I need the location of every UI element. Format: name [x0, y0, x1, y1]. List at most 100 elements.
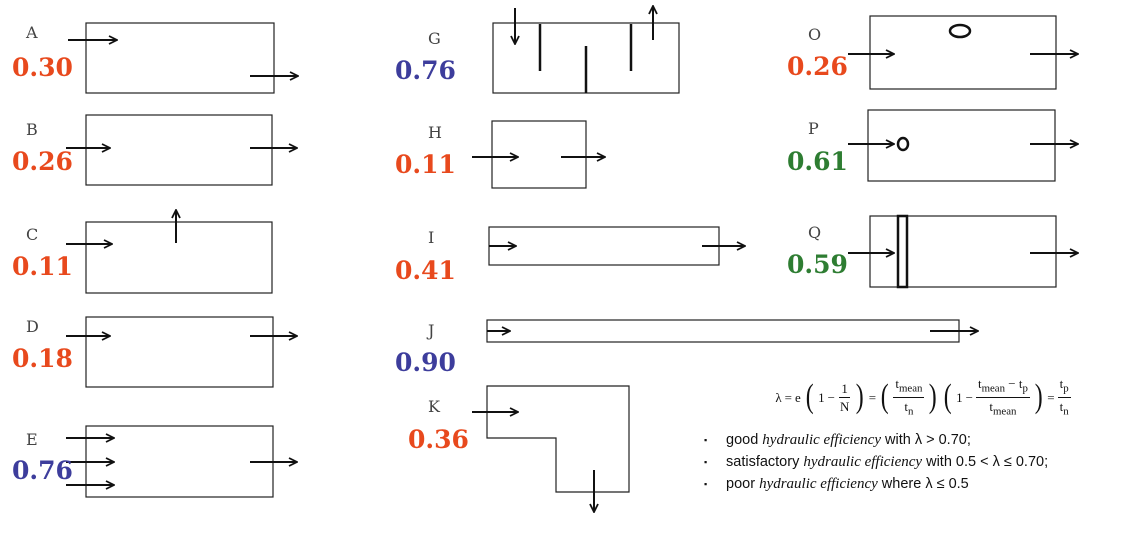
basin-outline-K	[486, 385, 630, 493]
fraction-tmean-minus-tp-over-tmean: tmean − tp tmean	[975, 376, 1030, 417]
criterion-suffix: with λ > 0.70;	[881, 432, 971, 448]
t-symbol: t	[1059, 376, 1064, 392]
basin-outline-Q	[869, 215, 1057, 288]
config-C: C 0.11	[12, 210, 273, 294]
basin-outline-P	[867, 109, 1056, 182]
config-G: G 0.76	[395, 6, 680, 94]
config-label-C: C	[26, 225, 38, 244]
config-value-K: 0.36	[408, 425, 469, 454]
paren: )	[929, 378, 938, 415]
obstruction	[896, 136, 910, 152]
formula-e: e	[795, 389, 801, 405]
perforated-baffle	[896, 214, 909, 289]
frac-den: tmean	[987, 398, 1018, 417]
config-value-C: 0.11	[12, 252, 73, 281]
t-symbol: t	[1059, 398, 1064, 414]
config-O: O 0.26	[787, 15, 1078, 90]
paren: (	[943, 378, 952, 415]
config-J: J 0.90	[395, 319, 978, 377]
config-value-B: 0.26	[12, 147, 73, 176]
frac-den: N	[839, 398, 850, 414]
config-I: I 0.41	[395, 226, 745, 285]
formula-one: 1	[818, 389, 825, 405]
config-label-P: P	[808, 119, 819, 138]
config-value-J: 0.90	[395, 348, 456, 377]
config-P: P 0.61	[787, 109, 1078, 182]
config-H: H 0.11	[395, 120, 605, 189]
criterion-good: good hydraulic efficiency with λ > 0.70;	[698, 430, 1138, 450]
n-sub: n	[908, 405, 914, 418]
t-symbol: t	[977, 376, 982, 392]
formula-equals: =	[868, 389, 877, 405]
formula-minus: −	[1008, 376, 1016, 392]
frac-num: 1	[839, 380, 850, 398]
config-label-K: K	[428, 397, 441, 416]
frac-num: tp	[1057, 376, 1071, 398]
p-sub: p	[1063, 382, 1069, 395]
basin-outline-E	[85, 425, 274, 498]
basin-outline-J	[486, 319, 960, 343]
criterion-term: hydraulic efficiency	[762, 432, 881, 448]
config-label-A: A	[25, 23, 38, 42]
paren: (	[880, 378, 889, 415]
config-K: K 0.36	[408, 385, 630, 512]
config-label-B: B	[26, 120, 38, 139]
basin-outline-I	[488, 226, 720, 266]
criterion-term: hydraulic efficiency	[803, 454, 923, 470]
config-A: A 0.30	[12, 22, 298, 94]
config-value-H: 0.11	[395, 150, 456, 179]
mean-sub: mean	[981, 382, 1006, 395]
criterion-suffix: where λ ≤ 0.5	[877, 476, 969, 492]
formula-equals: =	[1047, 389, 1055, 405]
config-Q: Q 0.59	[787, 214, 1078, 289]
config-label-D: D	[26, 317, 39, 336]
config-value-A: 0.30	[12, 53, 73, 82]
mean-sub: mean	[993, 405, 1017, 418]
n-sub: n	[1063, 405, 1069, 418]
basin-outline-B	[85, 114, 273, 186]
t-symbol: t	[895, 376, 899, 392]
config-label-J: J	[426, 321, 434, 340]
basin-outline-D	[85, 316, 274, 388]
paren: )	[856, 378, 864, 415]
config-B: B 0.26	[12, 114, 297, 186]
p-sub: p	[1022, 382, 1028, 395]
t-symbol: t	[904, 398, 908, 414]
frac-num: tmean	[893, 376, 925, 398]
paren: )	[1034, 378, 1043, 415]
criterion-prefix: good	[726, 432, 763, 448]
formula-equals: =	[784, 389, 793, 405]
criterion-prefix: satisfactory	[726, 454, 804, 470]
config-label-I: I	[428, 228, 434, 247]
config-label-G: G	[428, 29, 441, 48]
formula-minus: −	[827, 389, 835, 405]
basin-outline-C	[85, 221, 273, 294]
basin-outline-A	[85, 22, 275, 94]
config-label-Q: Q	[808, 223, 821, 242]
config-value-I: 0.41	[395, 256, 456, 285]
config-value-G: 0.76	[395, 56, 456, 85]
config-value-Q: 0.59	[787, 250, 848, 279]
efficiency-criteria-list: good hydraulic efficiency with λ > 0.70;…	[698, 430, 1138, 494]
config-value-O: 0.26	[787, 52, 848, 81]
config-D: D 0.18	[12, 316, 297, 388]
criterion-satisfactory: satisfactory hydraulic efficiency with 0…	[698, 452, 1138, 472]
legend-panel: λ = e ( 1 − 1 N ) = ( tmean tn ) ( 1 − t…	[698, 372, 1138, 496]
frac-den: tn	[1058, 398, 1071, 417]
t-symbol: t	[989, 398, 993, 414]
formula-one: 1	[956, 389, 963, 405]
obstruction	[948, 23, 972, 39]
config-label-O: O	[808, 25, 821, 44]
paren: (	[805, 378, 814, 415]
hydraulic-efficiency-formula: λ = e ( 1 − 1 N ) = ( tmean tn ) ( 1 − t…	[708, 372, 1138, 422]
criterion-prefix: poor	[726, 476, 760, 492]
basin-outline-O	[869, 15, 1057, 90]
formula-minus: −	[965, 389, 973, 405]
frac-num: tmean − tp	[975, 376, 1030, 398]
criterion-term: hydraulic efficiency	[759, 476, 878, 492]
fraction-tp-over-tn: tp tn	[1057, 376, 1071, 417]
fraction-tmean-over-tn: tmean tn	[893, 376, 925, 417]
formula-lambda: λ	[775, 389, 782, 405]
frac-den: tn	[902, 398, 915, 417]
basin-outline-H	[491, 120, 587, 189]
